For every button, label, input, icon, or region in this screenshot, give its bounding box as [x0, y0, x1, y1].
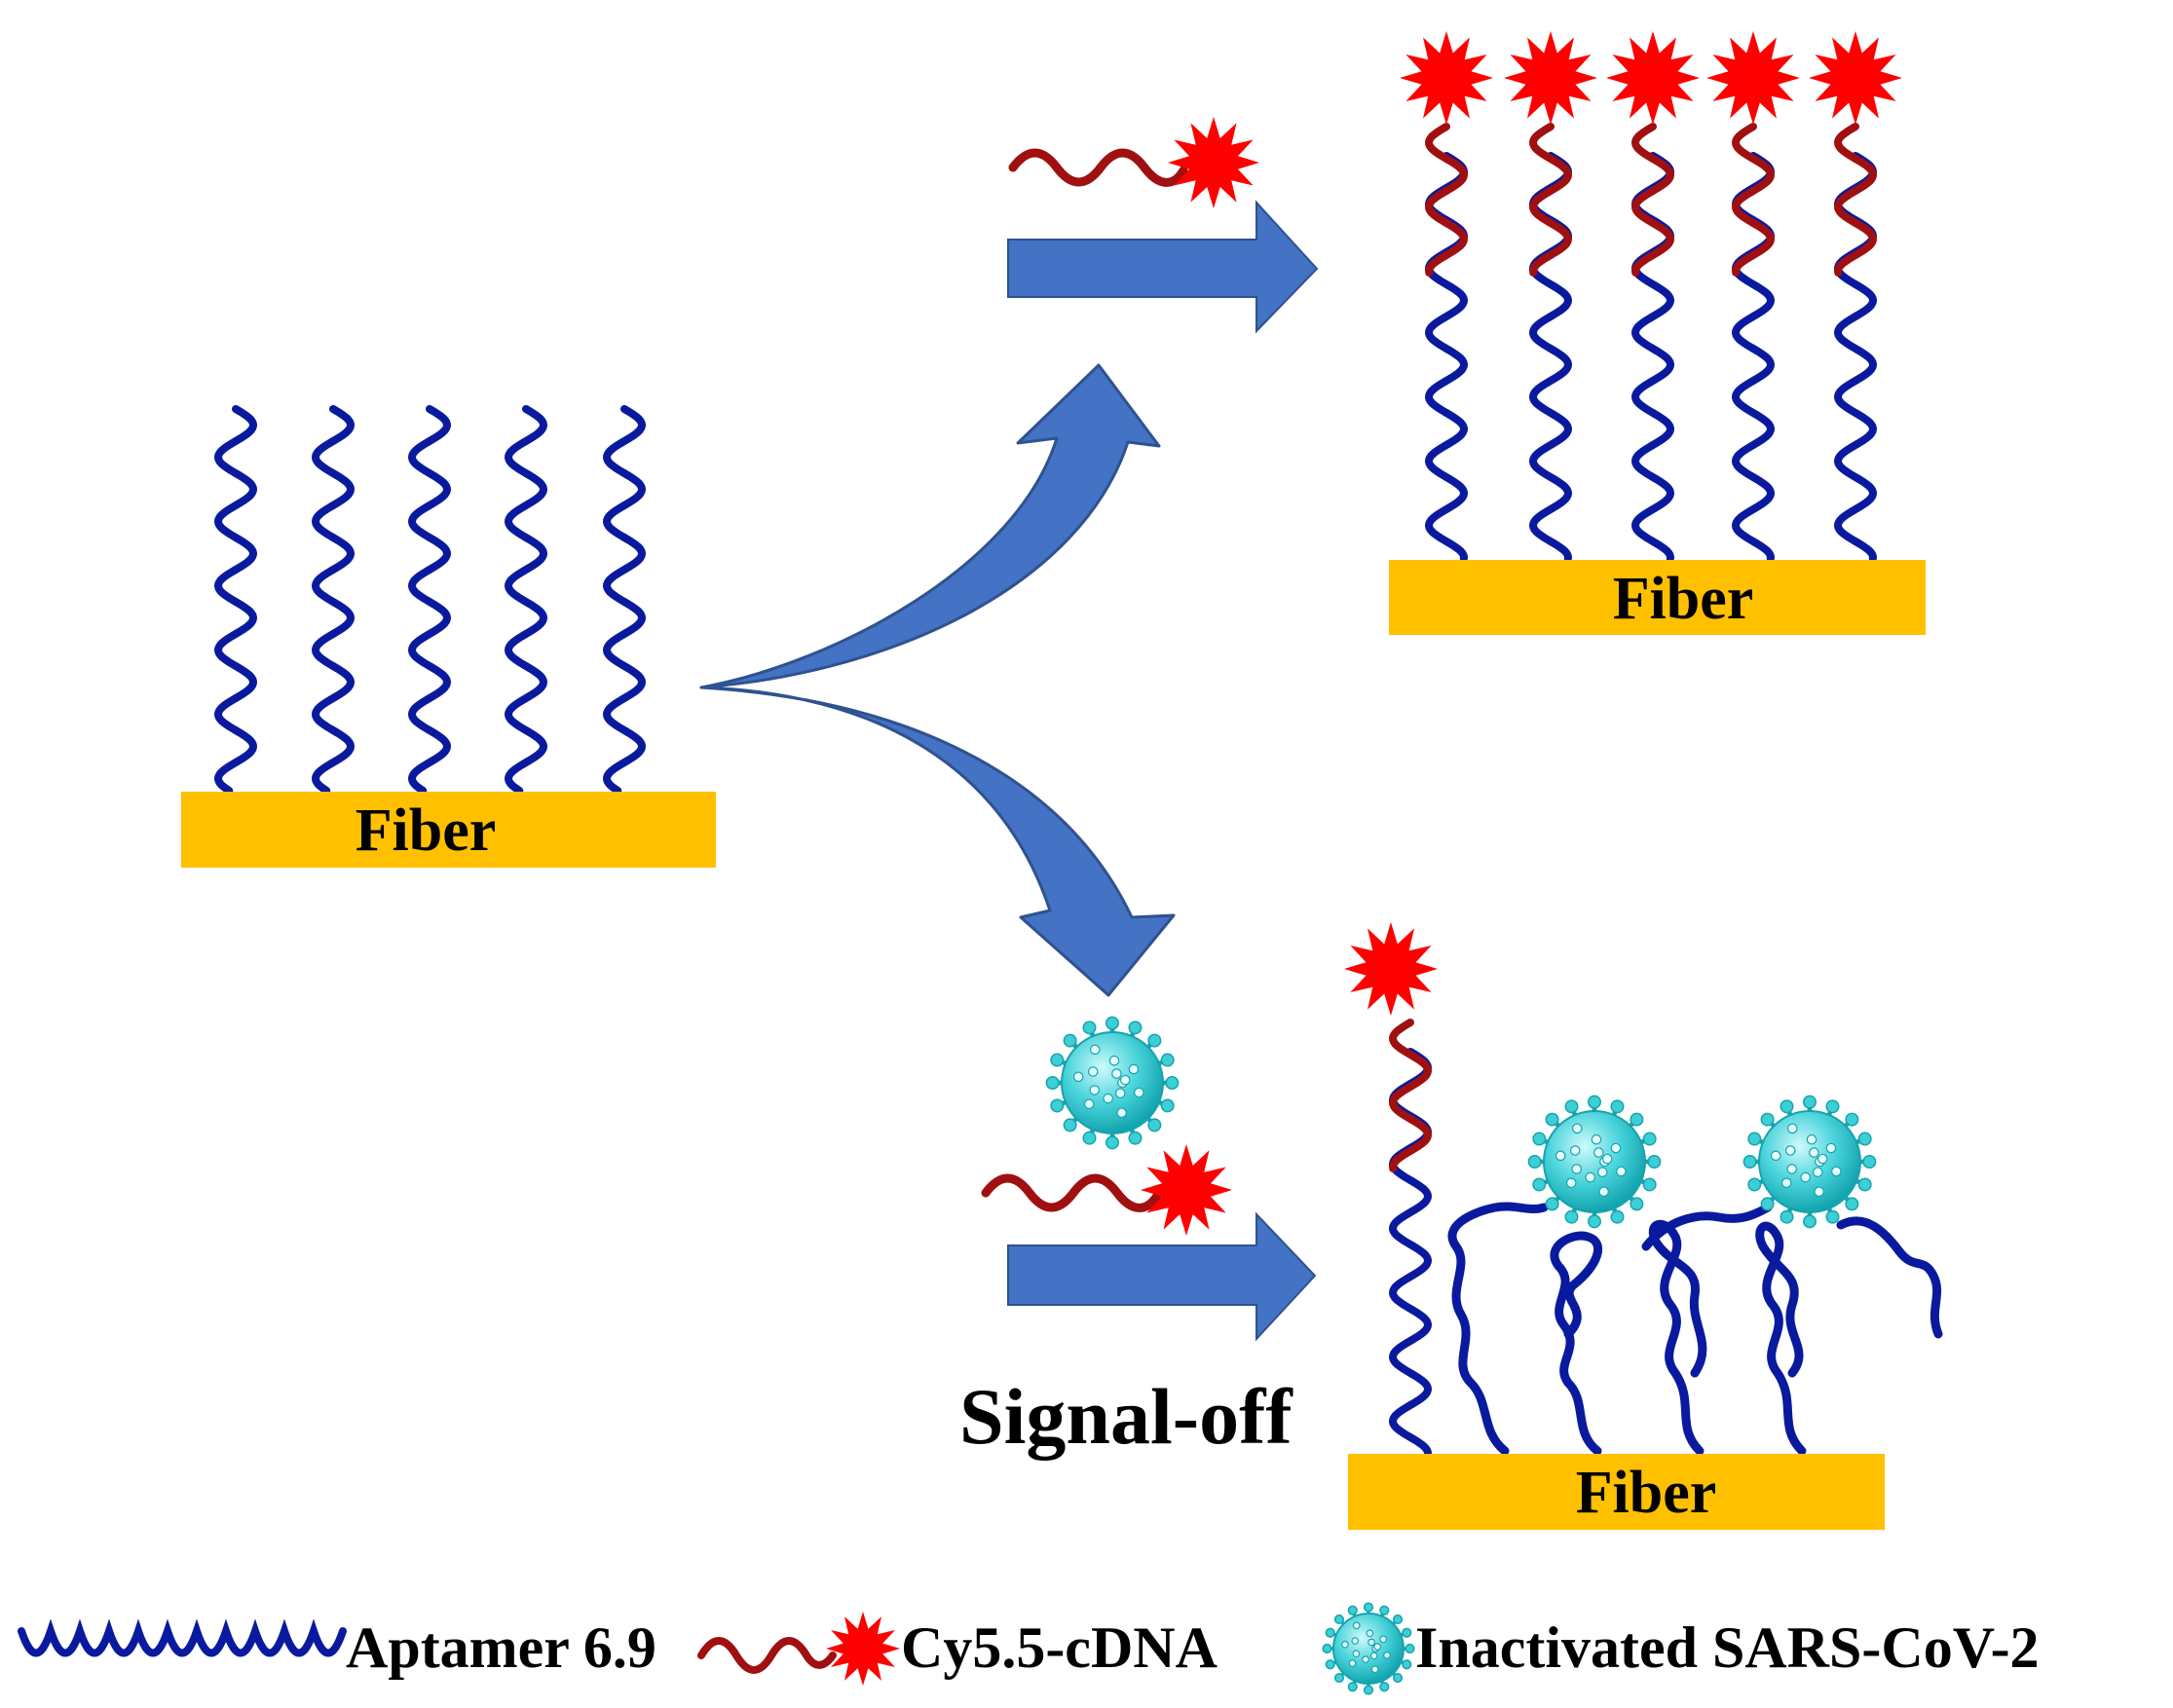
- legend: Aptamer 6.9 Cy5.5-cDNA Inactivated SARS-…: [18, 1602, 2040, 1695]
- folded-aptamer-strand: [1836, 1216, 1943, 1339]
- fluorophore-star-icon: [1141, 1144, 1232, 1236]
- folded-aptamer-strand: [1755, 1221, 1807, 1456]
- folded-aptamer-strand: [1648, 1219, 1707, 1456]
- cdna-strand: [1731, 123, 1776, 277]
- aptamer-strand: [311, 405, 356, 795]
- fluorophore-star-icon: [1168, 117, 1259, 208]
- branch-arrows: [699, 363, 1176, 997]
- fluorophore-star-icon: [1400, 31, 1493, 125]
- aptamer-helix-icon: [18, 1618, 347, 1657]
- cdna-strand-icon: [981, 1173, 1162, 1212]
- straight-arrow-bottom-icon: [1007, 1211, 1317, 1342]
- remaining-duplex-strand: [1344, 922, 1438, 1457]
- reagent-cdna-top: [1008, 117, 1259, 208]
- cdna-strand: [1630, 123, 1675, 277]
- bound-virus: [1742, 1095, 1877, 1229]
- legend-virus: Inactivated SARS-CoV-2: [1322, 1602, 2040, 1695]
- folded-aptamer-strand: [1550, 1231, 1603, 1456]
- fiber-label: Fiber: [1576, 1460, 1717, 1526]
- fluorophore-star-icon: [1606, 31, 1700, 125]
- fiber-bar: [1389, 560, 1926, 635]
- fluorophore-star-icon: [826, 1612, 900, 1686]
- duplex-strand-group: [1400, 31, 1902, 563]
- cdna-strand-icon: [1008, 148, 1188, 187]
- folded-aptamer-strand: [1641, 1203, 1773, 1251]
- fiber-bar: [1348, 1454, 1885, 1530]
- folded-aptamer-strand: [1447, 1202, 1549, 1456]
- legend-aptamer-label: Aptamer 6.9: [346, 1615, 656, 1680]
- fiber-label: Fiber: [356, 798, 497, 864]
- panel-virus-bound: Fiber: [1344, 922, 1943, 1530]
- aptamer-strand: [504, 405, 548, 795]
- panel-hybridized: Fiber: [1389, 31, 1926, 635]
- fluorophore-star-icon: [1344, 922, 1438, 1016]
- fluorophore-star-icon: [1504, 31, 1597, 125]
- aptamer-strand: [213, 405, 258, 795]
- legend-cdna: Cy5.5-cDNA: [697, 1612, 1218, 1686]
- cdna-strand: [1528, 123, 1573, 277]
- virus-icon: [1322, 1602, 1415, 1695]
- aptamer-strand-group: [213, 405, 647, 795]
- straight-arrow-top-icon: [1007, 200, 1319, 334]
- legend-cdna-label: Cy5.5-cDNA: [901, 1615, 1218, 1680]
- bound-virus: [1527, 1095, 1662, 1229]
- cdna-strand: [1388, 1019, 1433, 1172]
- fiber-bar: [181, 792, 716, 868]
- legend-aptamer: Aptamer 6.9: [18, 1615, 656, 1680]
- signal-off-label: Signal-off: [959, 1372, 1293, 1461]
- reagent-virus-bottom: [1045, 1016, 1180, 1150]
- aptamer-strand: [407, 405, 452, 795]
- fluorophore-star-icon: [1706, 31, 1800, 125]
- cdna-helix-icon: [697, 1637, 837, 1674]
- fluorophore-star-icon: [1809, 31, 1902, 125]
- curved-arrow-down-icon: [699, 686, 1176, 997]
- legend-virus-label: Inactivated SARS-CoV-2: [1415, 1615, 2040, 1680]
- cdna-strand: [1833, 123, 1878, 277]
- fiber-label: Fiber: [1613, 566, 1754, 632]
- aptamer-strand: [602, 405, 647, 795]
- cdna-strand: [1424, 123, 1469, 277]
- panel-initial: Fiber: [181, 405, 716, 868]
- reagent-cdna-bottom: [981, 1144, 1232, 1236]
- curved-arrow-up-icon: [699, 363, 1161, 689]
- folded-aptamer-group: [1447, 1202, 1943, 1456]
